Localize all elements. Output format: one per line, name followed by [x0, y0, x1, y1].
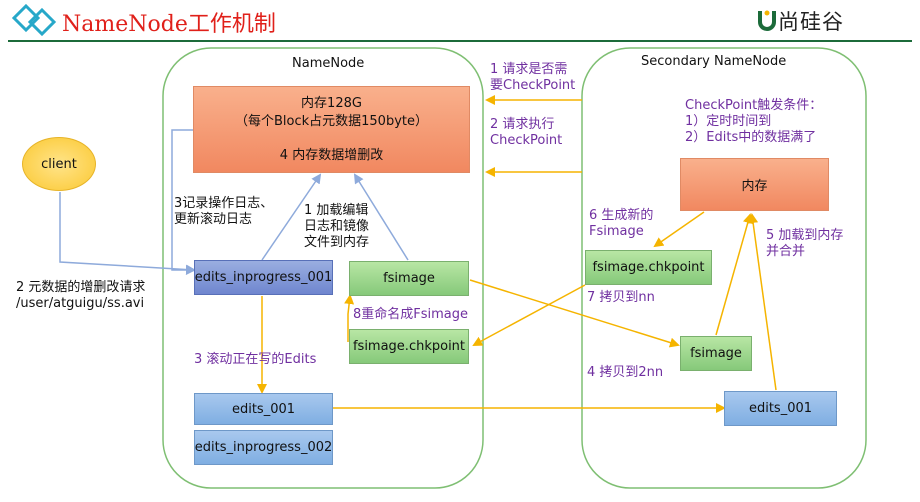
rename-fsimage-arrow [344, 294, 355, 342]
copy-to-nn-arrow [472, 284, 586, 346]
secondary-edits-001-box: edits_001 [724, 391, 837, 426]
edits-load-merge-arrow [748, 213, 777, 391]
rename-fsimage-label: 8重命名成Fsimage [353, 307, 469, 322]
new-fsimage-label: 6 生成新的 Fsimage [589, 208, 654, 239]
namenode-title: NameNode [292, 56, 365, 71]
fsimage-load-arrow [353, 173, 409, 261]
header-divider [8, 40, 912, 42]
namenode-fsimage-chkpoint-box: fsimage.chkpoint [349, 329, 469, 364]
edits-001-box: edits_001 [194, 393, 333, 425]
memory-to-edits-log-arrow [171, 129, 196, 275]
namenode-memory-box: 内存128G （每个Block占元数据150byte） 4 内存数据增删改 [193, 86, 470, 173]
memory-crud-label: 4 内存数据增删改 [279, 148, 384, 163]
memory-size-label: 内存128G [301, 96, 362, 111]
load-merge-label: 5 加载到内存 并合并 [766, 228, 844, 259]
edits-inprogress-002-box: edits_inprogress_002 [194, 430, 333, 465]
memory-to-chkpoint-arrow [653, 211, 705, 248]
brand-logo-icon [758, 10, 776, 31]
secondary-fsimage-box: fsimage [680, 336, 752, 371]
record-log-label: 3记录操作日志、 更新滚动日志 [174, 196, 274, 227]
checkpoint-trigger-label: CheckPoint触发条件： 1）定时时间到 2）Edits中的数据满了 [685, 98, 823, 145]
diamond-logo-icon [12, 4, 57, 37]
ask-checkpoint-label: 1 请求是否需 要CheckPoint [490, 62, 576, 93]
secondary-memory-box: 内存 [680, 158, 829, 211]
fsimage-load-merge-arrow [715, 213, 753, 336]
page-title: NameNode工作机制 [62, 12, 276, 37]
copy-to-2nn-label: 4 拷贝到2nn [587, 365, 664, 380]
client-to-edits-arrow [59, 192, 196, 275]
fsimage-copy-to-2nn-arrow [469, 279, 680, 348]
secondary-fsimage-chkpoint-box: fsimage.chkpoint [585, 250, 712, 285]
copy-to-nn-label: 7 拷贝到nn [587, 290, 655, 305]
edits-inprogress-001-box: edits_inprogress_001 [194, 260, 333, 295]
brand-name: 尚硅谷 [778, 10, 844, 34]
memory-block-label: （每个Block占元数据150byte） [234, 114, 428, 129]
secondary-namenode-title: Secondary NameNode [641, 54, 787, 69]
client-request-label: 2 元数据的增删改请求 /user/atguigu/ss.avi [16, 280, 146, 311]
secondary-namenode-frame [581, 47, 867, 489]
namenode-fsimage-box: fsimage [349, 261, 469, 296]
edits-load-arrow [261, 173, 322, 261]
load-to-memory-label: 1 加载编辑 日志和镜像 文件到内存 [304, 203, 370, 250]
roll-edits-label: 3 滚动正在写的Edits [194, 352, 317, 367]
client-node: client [22, 137, 96, 191]
exec-checkpoint-label: 2 请求执行 CheckPoint [490, 117, 563, 148]
